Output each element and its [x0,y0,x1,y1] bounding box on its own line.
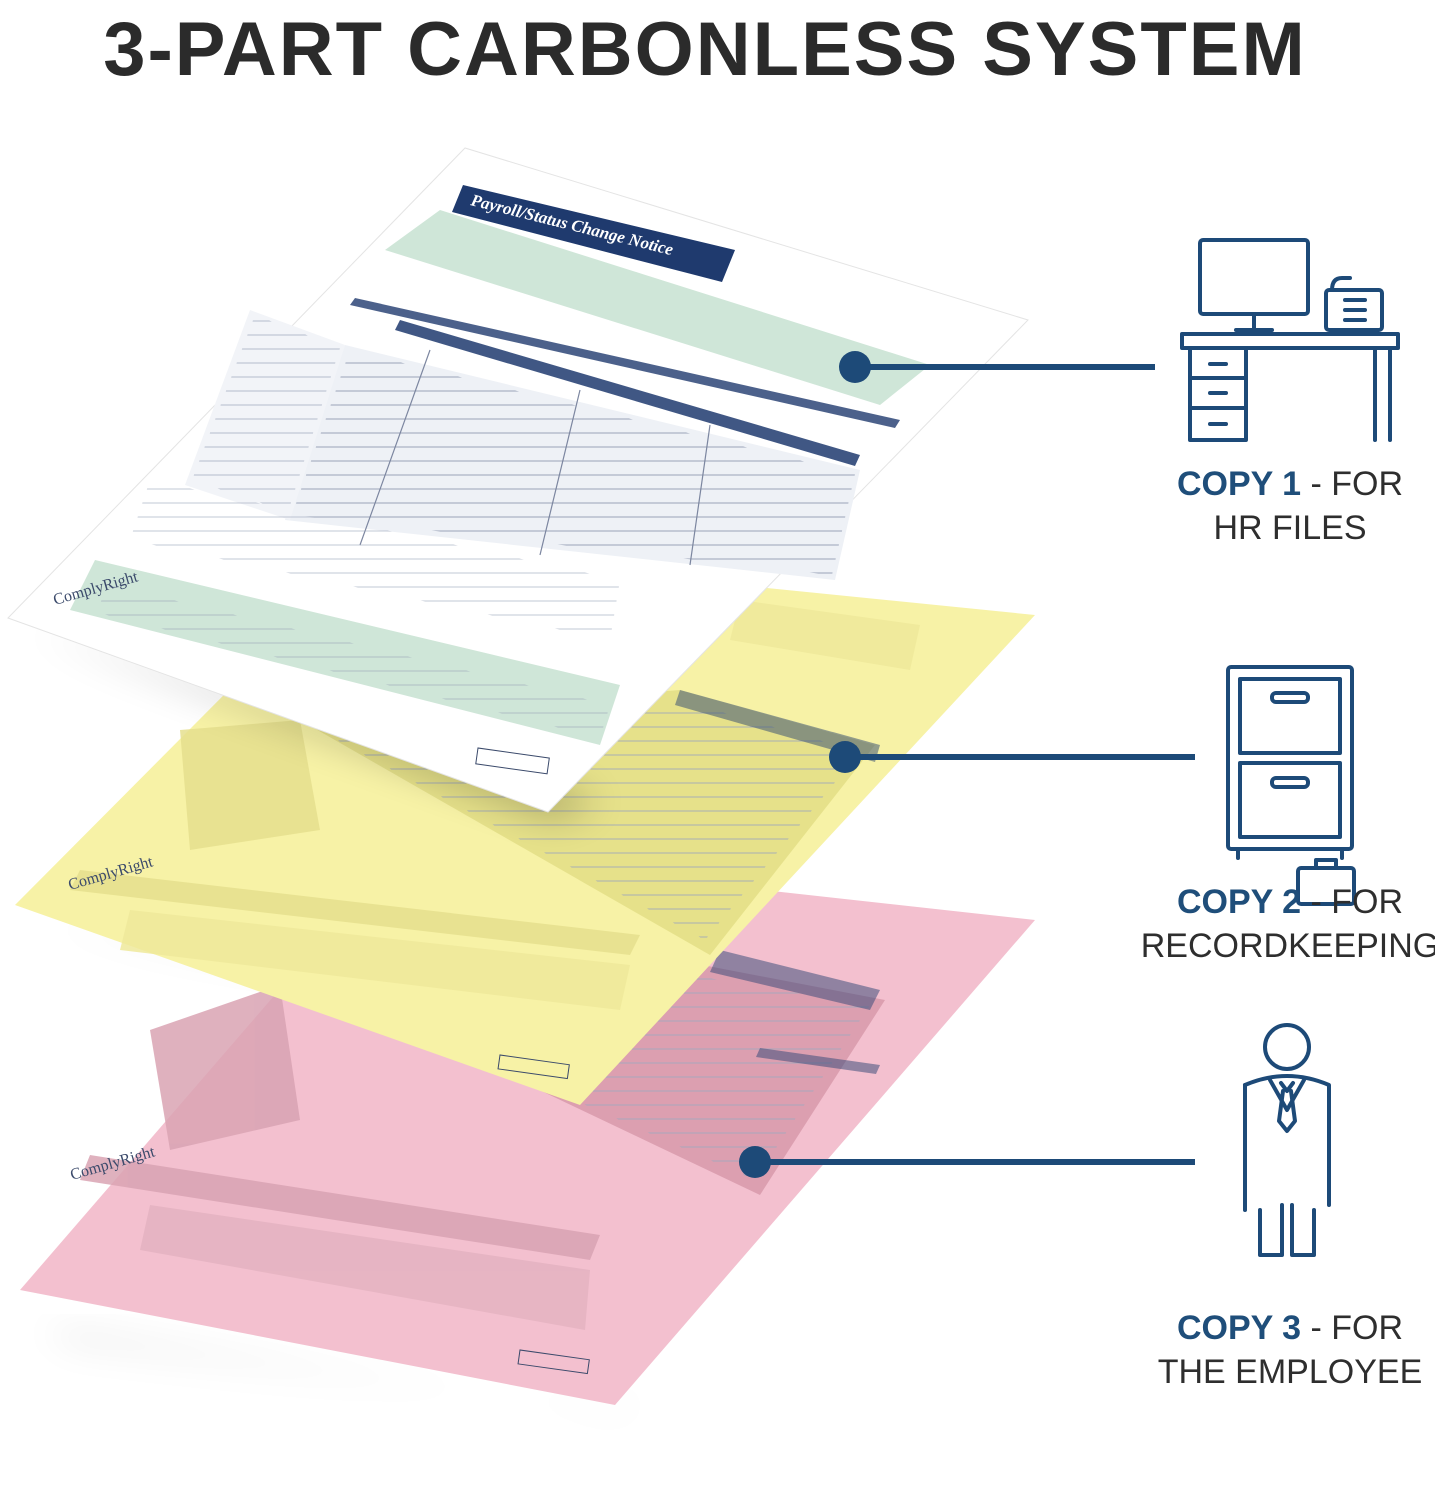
white-sheet: Payroll/Status Change Notice ComplyRight [7,147,1029,820]
copy-3-prefix: - FOR [1310,1309,1404,1347]
white-badge [475,747,550,775]
copy-1-purpose: HR FILES [1213,509,1367,547]
connector-copy-3 [739,1146,1195,1178]
pink-badge [517,1349,590,1375]
copy-1-label: COPY 1 [1176,465,1302,503]
copy-3-purpose: THE EMPLOYEE [1157,1353,1423,1391]
copy-1-caption: COPY 1 - FOR HR FILES [1130,462,1435,550]
desk-computer-icon [1180,238,1400,442]
copy-2-purpose: RECORDKEEPING [1140,927,1435,965]
page-title: 3-PART CARBONLESS SYSTEM [103,7,1307,92]
copy-2-label: COPY 2 [1176,883,1302,921]
copy-2-prefix: - FOR [1310,883,1404,921]
connector-copy-2 [829,741,1195,773]
copy-3-label: COPY 3 [1176,1309,1302,1347]
copy-1-prefix: - FOR [1310,465,1404,503]
copy-3-caption: COPY 3 - FOR THE EMPLOYEE [1130,1306,1435,1394]
employee-briefcase-icon [1243,858,1356,1257]
connector-copy-1 [839,351,1155,383]
yellow-badge [497,1054,570,1080]
filing-cabinet-icon [1226,665,1354,860]
copy-2-caption: COPY 2 - FOR RECORDKEEPING [1130,880,1435,968]
